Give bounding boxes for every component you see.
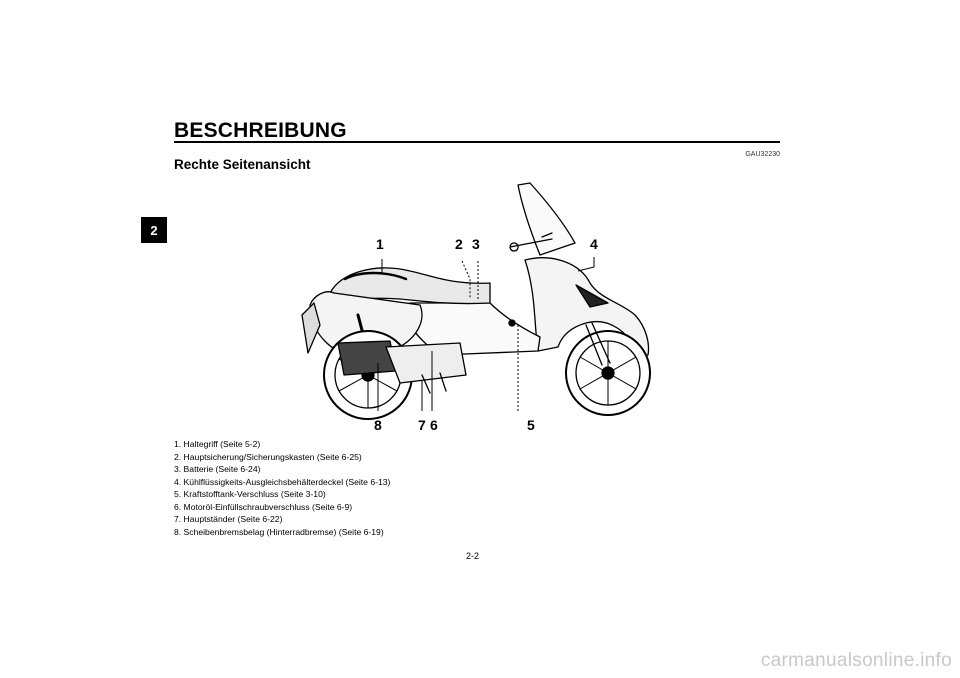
handlebar [509, 232, 553, 252]
callout-1: 1 [376, 236, 384, 252]
page-title: BESCHREIBUNG [174, 119, 347, 142]
legend-item: 4. Kühlflüssigkeits-Ausgleichsbehälterde… [174, 476, 391, 487]
center-stand [421, 372, 447, 394]
grab-handle [343, 271, 408, 281]
section-title: Rechte Seitenansicht [174, 157, 311, 172]
callout-4: 4 [590, 236, 598, 252]
callout-7: 7 [418, 417, 426, 433]
engine [385, 342, 467, 384]
muffler [337, 340, 397, 376]
parts-legend: 1. Haltegriff (Seite 5-2) 2. Hauptsicher… [174, 438, 390, 538]
doc-code: GAU32230 [745, 151, 780, 158]
front-fork [585, 322, 611, 366]
legend-item: 5. Kraftstofftank-Verschluss (Seite 3-10… [174, 489, 326, 499]
legend-item: 8. Scheibenbremsbelag (Hinterradbremse) … [174, 526, 384, 537]
callout-5: 5 [527, 417, 535, 433]
legend-item: 1. Haltegriff (Seite 5-2) [174, 439, 261, 449]
chapter-tab: 2 [141, 217, 167, 243]
watermark: carmanualsonline.info [760, 650, 952, 671]
scooter-illustration: 1 2 3 4 5 6 7 8 [290, 175, 670, 435]
callout-3: 3 [472, 236, 480, 252]
scooter-drawing [301, 182, 651, 420]
page-number: 2-2 [466, 551, 480, 561]
title-rule [174, 141, 780, 143]
legend-item: 3. Batterie (Seite 6-24) [174, 464, 261, 474]
legend-item: 2. Hauptsicherung/Sicherungskasten (Seit… [174, 451, 362, 462]
callout-8: 8 [374, 417, 382, 433]
legend-item: 6. Motoröl-Einfüllschraubverschluss (Sei… [174, 501, 353, 512]
windscreen [517, 182, 576, 256]
callout-2: 2 [455, 236, 463, 252]
leader-lines [377, 257, 595, 411]
legend-item: 7. Hauptständer (Seite 6-22) [174, 514, 283, 524]
callout-6: 6 [430, 417, 438, 433]
